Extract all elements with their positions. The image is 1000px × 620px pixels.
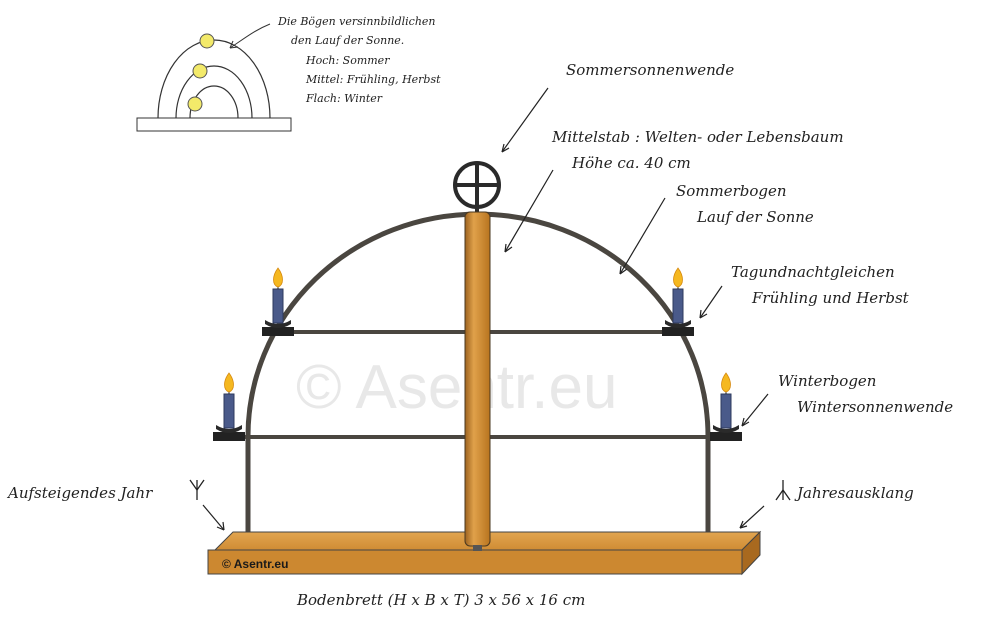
shelf-upper-left — [262, 327, 294, 336]
legend-line-4: Mittel: Frühling, Herbst — [305, 73, 441, 86]
arrow-aufsteigendes-jahr — [202, 504, 225, 531]
center-post — [464, 211, 491, 547]
legend-sun-mid — [192, 63, 208, 79]
candle-upper-right — [665, 267, 691, 328]
legend-sun-high — [199, 33, 215, 49]
pointer-lines — [202, 87, 769, 531]
arrow-tagundnacht — [699, 285, 723, 319]
arrow-sommerbogen — [619, 197, 666, 275]
rune-down-icon — [775, 480, 791, 501]
label-sommerbogen: Sommerbogen — [676, 182, 787, 200]
label-sommersonnenwende: Sommersonnenwende — [566, 61, 734, 79]
legend-arrow-head — [229, 40, 239, 49]
arrow-mittelstab — [504, 169, 554, 253]
legend-line-5: Flach: Winter — [305, 92, 383, 105]
label-winterbogen: Winterbogen — [778, 372, 876, 390]
candle-lower-right — [713, 372, 739, 433]
label-aufsteigendes-jahr: Aufsteigendes Jahr — [6, 484, 153, 502]
center-post-foot — [473, 545, 482, 551]
shelf-lower-left — [213, 432, 245, 441]
sun-cross-symbol — [453, 161, 501, 214]
label-tagundnachtgleichen: Tagundnachtgleichen — [731, 263, 895, 281]
watermark: © Asentr.eu — [296, 353, 617, 422]
legend-arch-high — [157, 39, 271, 119]
arrow-jahresausklang — [739, 505, 765, 529]
legend-line-1: Die Bögen versinnbildlichen — [277, 15, 436, 28]
label-jahresausklang: Jahresausklang — [794, 484, 914, 502]
legend-line-2: den Lauf der Sonne. — [291, 34, 404, 47]
shelf-lower-right — [710, 432, 742, 441]
legend-diagram — [136, 23, 292, 132]
label-bodenbrett: Bodenbrett (H x B x T) 3 x 56 x 16 cm — [296, 591, 585, 609]
arrow-winterbogen — [741, 393, 769, 427]
legend-line-3: Hoch: Sommer — [305, 54, 390, 67]
legend-base — [136, 117, 292, 132]
rune-up-icon — [189, 479, 205, 500]
legend-arrow — [229, 23, 271, 49]
arrow-sommersonnenwende — [501, 87, 549, 153]
candle-lower-left — [216, 372, 242, 433]
shelf-upper-right — [662, 327, 694, 336]
label-lauf-der-sonne: Lauf der Sonne — [696, 208, 814, 226]
label-fruehling-herbst: Frühling und Herbst — [751, 289, 910, 307]
legend-sun-low — [187, 96, 203, 112]
label-hoehe: Höhe ca. 40 cm — [571, 154, 691, 172]
candle-upper-left — [265, 267, 291, 328]
label-mittelstab: Mittelstab : Welten- oder Lebensbaum — [551, 128, 844, 146]
board-brand: © Asentr.eu — [222, 557, 288, 571]
legend-arch-mid — [175, 65, 253, 119]
label-wintersonnenwende: Wintersonnenwende — [797, 398, 953, 416]
